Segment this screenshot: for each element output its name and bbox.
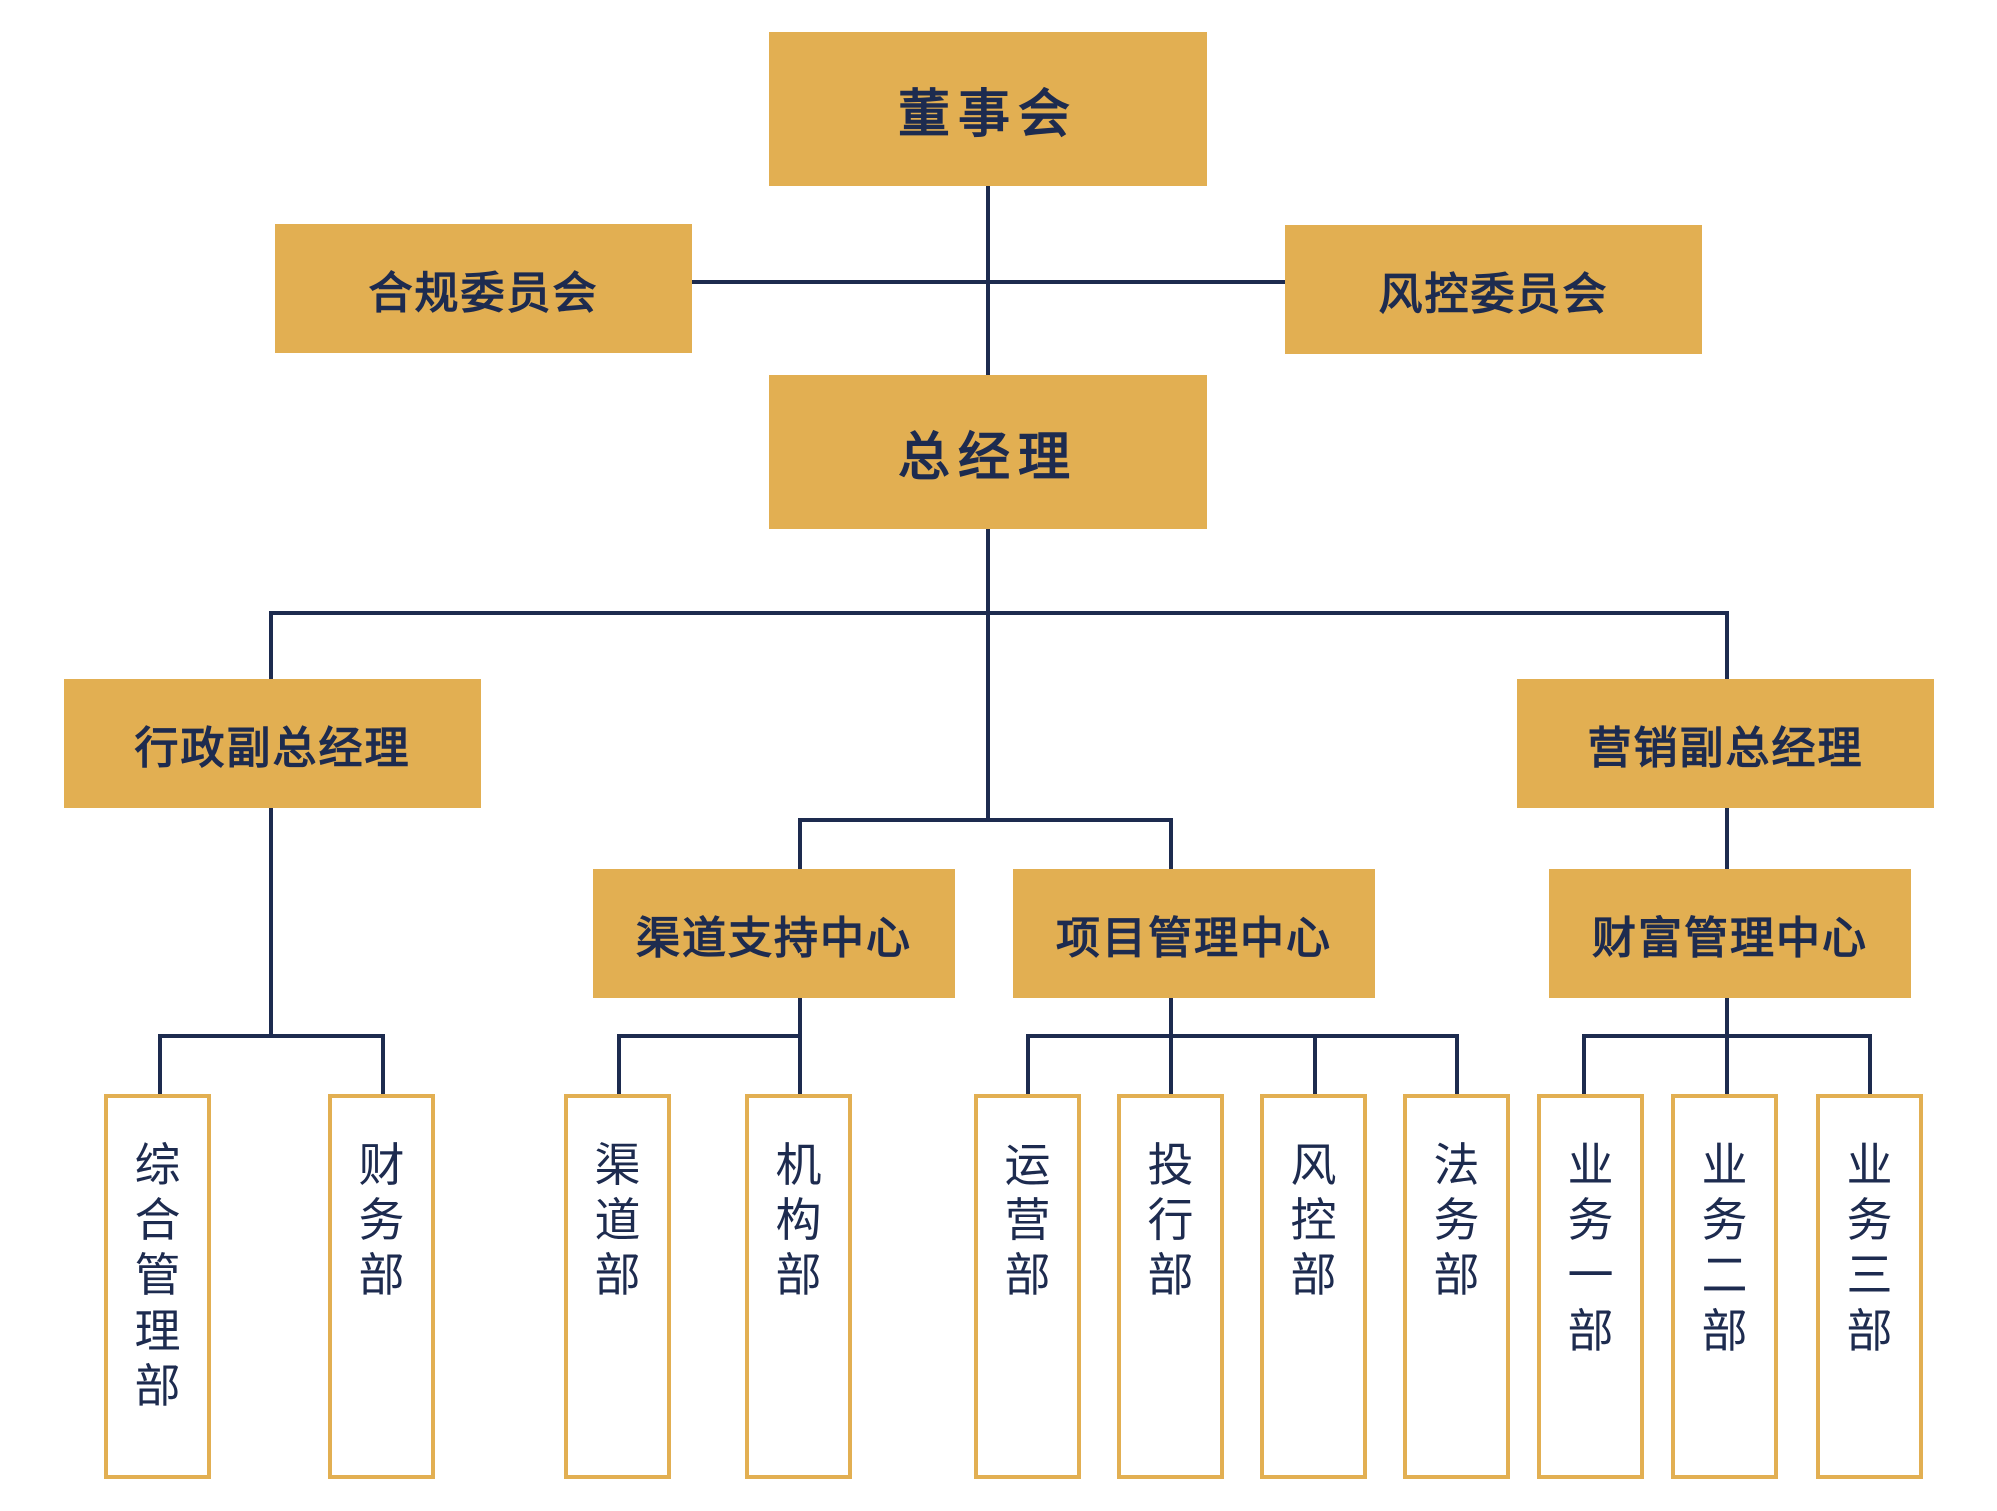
dept-institution-box: 机构部 [745, 1094, 852, 1479]
dept-business-3-box: 业务三部 [1816, 1094, 1923, 1479]
dept-channel-box: 渠道部 [564, 1094, 671, 1479]
wealth-center-box: 财富管理中心 [1549, 869, 1911, 998]
dept-label: 业务一部 [1567, 1138, 1614, 1358]
board-box: 董事会 [769, 32, 1207, 186]
dept-general-management-box: 综合管理部 [104, 1094, 211, 1479]
dept-finance-box: 财务部 [328, 1094, 435, 1479]
dept-legal-box: 法务部 [1403, 1094, 1510, 1479]
dept-label: 投行部 [1147, 1138, 1194, 1303]
channel-center-box: 渠道支持中心 [593, 869, 955, 998]
dept-label: 业务三部 [1846, 1138, 1893, 1358]
dept-label: 财务部 [358, 1138, 405, 1303]
dept-label: 综合管理部 [134, 1138, 181, 1413]
dept-risk-control-box: 风控部 [1260, 1094, 1367, 1479]
project-center-box: 项目管理中心 [1013, 869, 1375, 998]
compliance-committee-box: 合规委员会 [275, 224, 692, 353]
dept-business-2-box: 业务二部 [1671, 1094, 1778, 1479]
dept-investment-banking-box: 投行部 [1117, 1094, 1224, 1479]
dept-label: 渠道部 [594, 1138, 641, 1303]
dept-label: 风控部 [1290, 1138, 1337, 1303]
admin-vp-box: 行政副总经理 [64, 679, 481, 808]
dept-label: 运营部 [1004, 1138, 1051, 1303]
dept-operations-box: 运营部 [974, 1094, 1081, 1479]
dept-label: 业务二部 [1701, 1138, 1748, 1358]
dept-label: 机构部 [775, 1138, 822, 1303]
dept-business-1-box: 业务一部 [1537, 1094, 1644, 1479]
general-manager-box: 总经理 [769, 375, 1207, 529]
dept-label: 法务部 [1433, 1138, 1480, 1303]
marketing-vp-box: 营销副总经理 [1517, 679, 1934, 808]
risk-committee-box: 风控委员会 [1285, 225, 1702, 354]
